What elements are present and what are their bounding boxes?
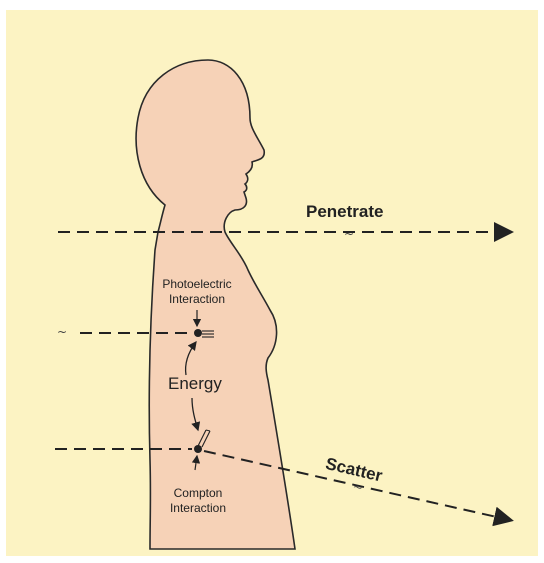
photoelectric-interaction-point — [194, 329, 202, 337]
photoelectric-interaction-label: Photoelectric Interaction — [147, 277, 247, 307]
compton-label-line1: Compton — [148, 486, 248, 501]
compton-label-line2: Interaction — [148, 501, 248, 516]
photoelectric-label-line2: Interaction — [147, 292, 247, 307]
penetrate-label: Penetrate — [306, 202, 383, 222]
energy-label: Energy — [168, 374, 222, 394]
incoming-wave-icon-upper: ~ — [57, 325, 67, 339]
photoelectric-label-line1: Photoelectric — [147, 277, 247, 292]
compton-interaction-point — [194, 445, 202, 453]
penetrate-wave-icon: ~ — [344, 227, 354, 241]
compton-interaction-label: Compton Interaction — [148, 486, 248, 516]
